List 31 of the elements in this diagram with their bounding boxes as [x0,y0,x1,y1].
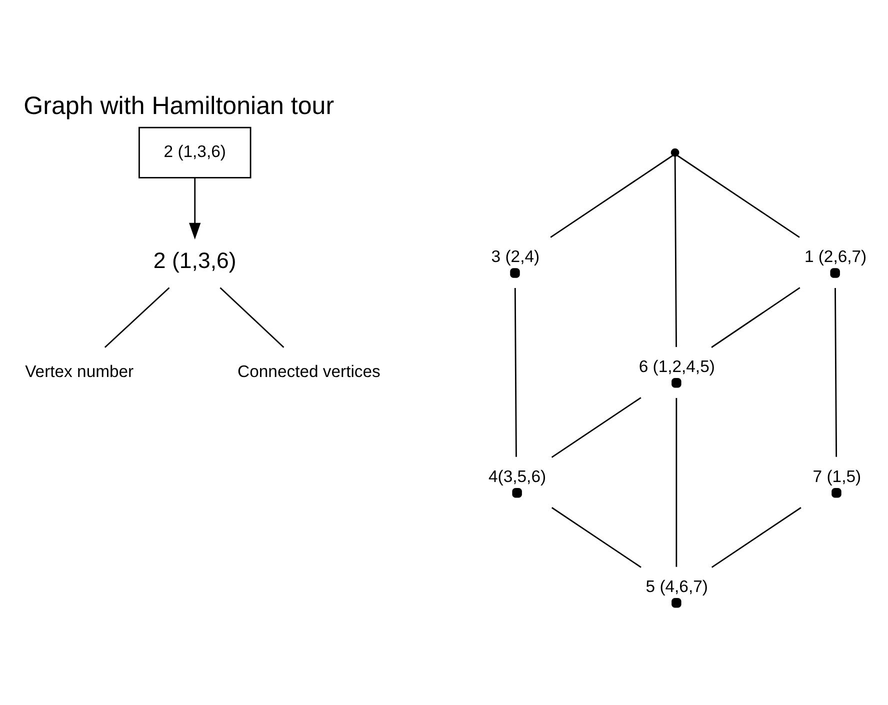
node-label: 1 (2,6,7) [804,246,867,266]
connector [104,286,170,348]
node-circle [510,268,520,278]
node-circle [830,268,840,278]
connector [514,287,517,456]
connector [674,156,677,347]
node-text: Connected vertices [238,361,380,380]
node-circle [670,148,680,156]
connector [551,396,642,458]
node-circle [672,378,682,388]
diagram-title: Graph with Hamiltonian tour [24,92,334,120]
connector [834,287,838,456]
connector [220,286,284,348]
connector [711,506,802,568]
node-circle [512,488,522,498]
connector [550,154,674,238]
node-circle [672,597,682,608]
node-label: 3 (2,4) [491,246,540,266]
connector [552,506,642,568]
node-text: 2 (1,3,6) [153,247,236,272]
node-label: 6 (1,2,4,5) [638,356,715,376]
connector [676,397,678,566]
node-label: 7 (1,5) [812,466,862,486]
connector [711,286,800,348]
node-circle [832,488,842,498]
node-label: 5 (4,6,7) [646,576,708,596]
arrow [189,177,201,240]
node-label: 4(3,5,6) [488,466,546,486]
connector [676,154,800,238]
node-box: 2 (1,3,6) [138,126,252,178]
node-text: Vertex number [25,361,134,380]
